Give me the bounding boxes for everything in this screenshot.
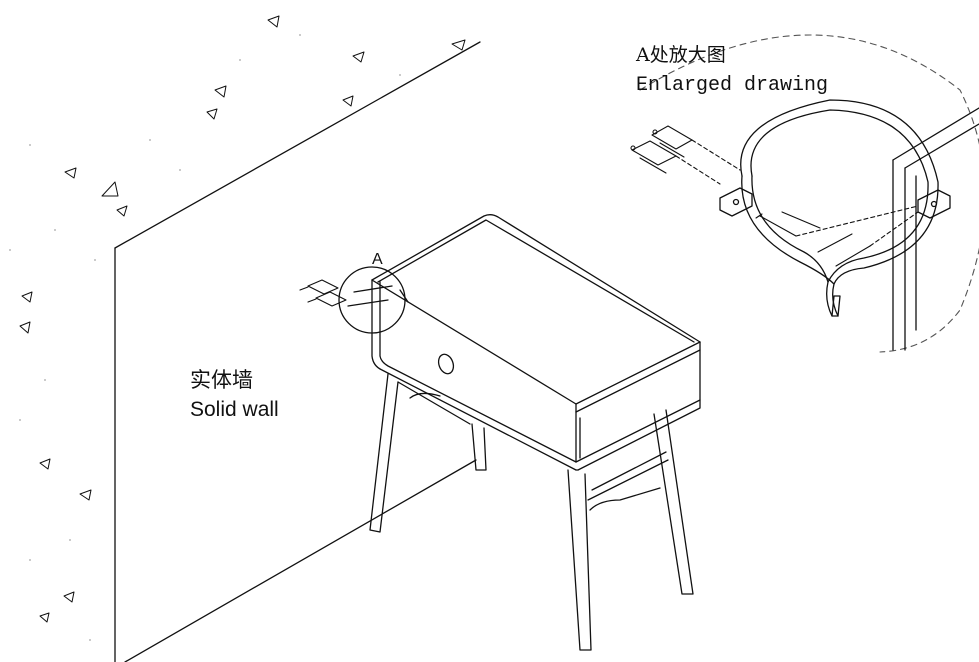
wall-label-english: Solid wall xyxy=(190,398,279,421)
table-top xyxy=(371,214,701,413)
callout-circle xyxy=(338,266,409,334)
table-side-panel xyxy=(371,279,577,471)
enlarged-anchors xyxy=(630,125,741,185)
enlarged-label-chinese: A处放大图 xyxy=(636,44,726,66)
enlarged-strap xyxy=(740,99,939,317)
enlarged-dashed-arc xyxy=(639,34,979,353)
enlarged-screws xyxy=(755,205,919,267)
table-drawer-front xyxy=(575,349,701,471)
enlarged-table-corner xyxy=(892,107,979,351)
wall-plane xyxy=(114,41,481,662)
wall-label-chinese: 实体墙 xyxy=(190,368,253,392)
enlarged-label-english: Enlarged drawing xyxy=(636,74,829,97)
table-legs xyxy=(369,373,694,651)
callout-letter: A xyxy=(372,251,383,268)
wall-dots xyxy=(9,34,401,641)
small-hardware xyxy=(299,279,347,307)
drawer-handle-hole xyxy=(437,353,455,375)
wall-hatch xyxy=(19,15,466,623)
